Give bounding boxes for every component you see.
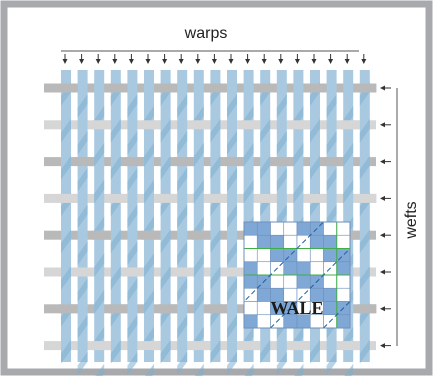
weft-float <box>225 157 244 166</box>
weft-float <box>258 84 277 93</box>
weft-float <box>325 157 344 166</box>
wale-grid-cell <box>244 275 257 288</box>
weft-float <box>59 84 78 93</box>
wale-grid-cell <box>337 262 350 275</box>
weft-float <box>175 268 194 277</box>
weft-float <box>258 194 277 203</box>
weft-float <box>76 157 95 166</box>
wale-grid-cell <box>324 249 337 262</box>
weft-float <box>159 194 178 203</box>
wale-grid-cell <box>297 275 310 288</box>
weft-float <box>125 157 144 166</box>
weft-float <box>275 157 294 166</box>
weft-float <box>225 268 244 277</box>
wefts-label: wefts <box>403 201 420 239</box>
weft-float <box>175 157 194 166</box>
wale-grid-cell <box>297 222 310 235</box>
weft-float <box>59 304 78 313</box>
weft-float <box>92 341 111 350</box>
wale-grid-cell <box>324 222 337 235</box>
wale-grid-cell <box>337 235 350 248</box>
wale-grid-cell <box>244 315 257 328</box>
wale-grid-cell <box>257 235 270 248</box>
weft-float <box>208 304 227 313</box>
weft-float <box>291 341 310 350</box>
weft-float <box>242 120 261 129</box>
weft-float <box>192 341 211 350</box>
weft-float <box>109 194 128 203</box>
wale-grid-cell <box>324 275 337 288</box>
weft-float <box>341 341 360 350</box>
weft-float <box>159 304 178 313</box>
weft-float <box>242 341 261 350</box>
weft-float <box>59 194 78 203</box>
wale-grid-cell <box>337 222 350 235</box>
weft-float <box>358 84 377 93</box>
weft-float <box>341 120 360 129</box>
weft-float <box>192 120 211 129</box>
wale-grid-cell <box>310 262 323 275</box>
weft-float <box>159 84 178 93</box>
weft-float <box>92 231 111 240</box>
wale-grid-cell <box>257 315 270 328</box>
wale-grid-cell <box>284 275 297 288</box>
wale-grid-cell <box>257 302 270 315</box>
wale-grid-cell <box>244 302 257 315</box>
weft-float <box>142 231 161 240</box>
wale-label: WALE <box>270 298 323 318</box>
wale-grid-cell <box>244 249 257 262</box>
wale-grid-cell <box>257 288 270 301</box>
wale-grid-cell <box>271 222 284 235</box>
wale-grid-cell <box>257 222 270 235</box>
wale-grid-cell <box>324 235 337 248</box>
wale-grid-cell <box>257 249 270 262</box>
wale-grid-cell <box>284 222 297 235</box>
wale-grid-cell <box>297 262 310 275</box>
weft-float <box>308 84 327 93</box>
weft-float <box>208 194 227 203</box>
warps-label: warps <box>184 25 228 42</box>
weft-float <box>142 120 161 129</box>
weft-float <box>291 120 310 129</box>
weft-float <box>308 194 327 203</box>
wale-grid-cell <box>284 235 297 248</box>
weft-float <box>109 304 128 313</box>
wale-grid-cell <box>310 249 323 262</box>
weft-float <box>192 231 211 240</box>
wale-grid-cell <box>244 235 257 248</box>
wale-grid-cell <box>310 235 323 248</box>
wale-grid-cell <box>324 302 337 315</box>
weft-float <box>125 268 144 277</box>
wale-grid-cell <box>284 262 297 275</box>
wale-grid-cell <box>337 288 350 301</box>
weft-float <box>142 341 161 350</box>
wale-grid-cell <box>244 262 257 275</box>
wale-grid-cell <box>324 288 337 301</box>
weft-float <box>76 268 95 277</box>
wale-grid-cell <box>271 249 284 262</box>
wale-grid-cell <box>257 262 270 275</box>
weft-float <box>358 194 377 203</box>
wale-grid-cell <box>244 222 257 235</box>
weft-float <box>358 304 377 313</box>
weft-float <box>208 84 227 93</box>
wale-grid-cell <box>337 275 350 288</box>
weft-float <box>92 120 111 129</box>
weft-float <box>109 84 128 93</box>
wale-grid-cell <box>297 249 310 262</box>
wale-grid-cell <box>337 315 350 328</box>
wale-grid-cell <box>271 275 284 288</box>
wale-grid-cell <box>271 235 284 248</box>
